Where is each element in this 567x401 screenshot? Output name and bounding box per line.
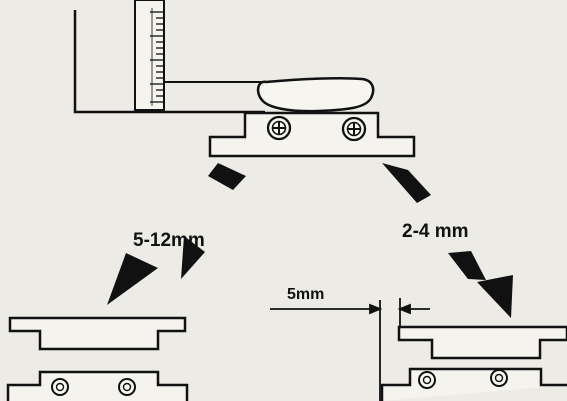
bottom-left-screws [51,378,136,396]
foam-pad [256,76,375,113]
measuring-ruler [73,0,265,114]
ruler-ticks [150,8,164,106]
top-bracket [208,111,416,158]
arrow-right [382,163,513,318]
bottom-right-plate [397,325,567,360]
bottom-right-bracket [380,367,567,401]
offset-label: 5mm [287,286,325,303]
bottom-right-screws [418,369,508,389]
bottom-left-bracket [6,370,189,401]
arrow-left [107,163,246,305]
top-screw-right [341,116,367,142]
top-screw-left [266,115,292,141]
bottom-left-plate [8,316,187,351]
left-adjustment-label: 5-12mm [133,230,205,251]
dimension-marker [270,298,430,401]
right-adjustment-label: 2-4 mm [402,221,469,242]
